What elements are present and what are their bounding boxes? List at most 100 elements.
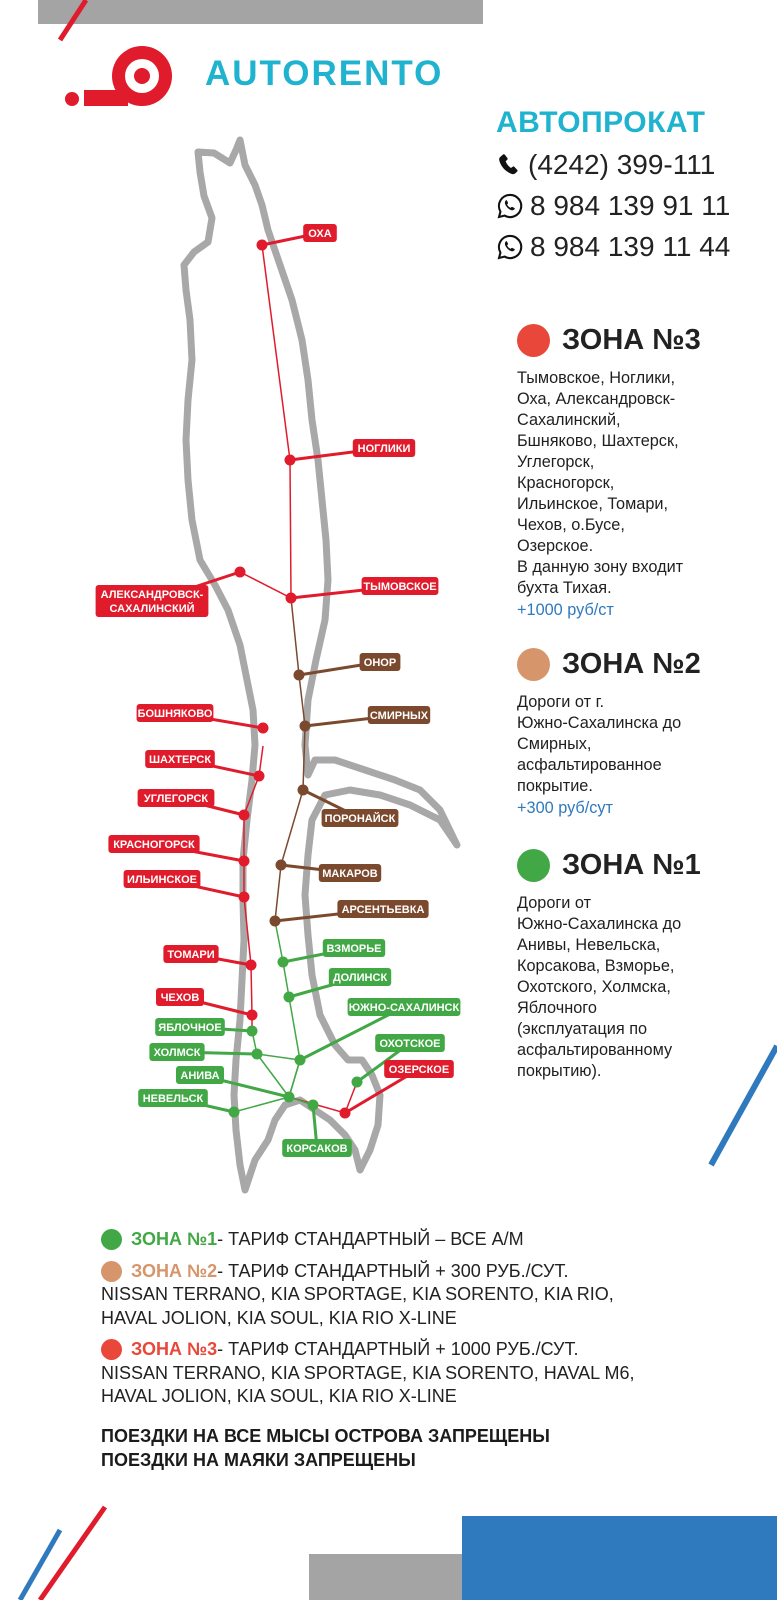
town-dot	[251, 1048, 263, 1060]
town-label: ВЗМОРЬЕ	[327, 943, 382, 955]
town-dot	[246, 1009, 258, 1021]
town-label-box	[352, 439, 416, 457]
town-label: ЮЖНО-САХАЛИНСК	[349, 1002, 460, 1014]
town-marker: НЕВЕЛЬСК	[138, 1089, 240, 1118]
town-dot	[238, 855, 250, 867]
town-label-box	[138, 1089, 208, 1107]
town-label: МАКАРОВ	[322, 868, 378, 880]
town-label: ЯБЛОЧНОЕ	[158, 1022, 221, 1034]
restrictions-notes: ПОЕЗДКИ НА ВСЕ МЫСЫ ОСТРОВА ЗАПРЕЩЕНЫ ПО…	[101, 1424, 550, 1472]
bottom-grey-block	[309, 1554, 462, 1600]
town-marker: ЧЕХОВ	[156, 988, 258, 1021]
town-marker: ОЗЕРСКОЕ	[339, 1060, 454, 1119]
zone-3-price: +1000 руб/ст	[517, 601, 614, 619]
town-label-box	[303, 224, 337, 242]
town-marker: ШАХТЕРСК	[145, 750, 265, 782]
town-label-box	[149, 1043, 205, 1061]
town-label: ОХОТСКОЕ	[379, 1038, 440, 1050]
town-marker: АЛЕКСАНДРОВСК-САХАЛИНСКИЙ	[95, 566, 246, 617]
town-dot	[285, 592, 297, 604]
town-label: СМИРНЫХ	[370, 710, 429, 722]
town-dot	[299, 720, 311, 732]
tariffs-block: ЗОНА №1 - ТАРИФ СТАНДАРТНЫЙ – ВСЕ А/М ЗО…	[101, 1228, 721, 1417]
town-marker: ПОРОНАЙСК	[297, 784, 399, 827]
tariff-zone-3-dot	[101, 1339, 122, 1361]
phone-row-1[interactable]: (4242) 399-111	[496, 144, 756, 185]
town-marker: ДОЛИНСК	[283, 968, 392, 1003]
town-label: АНИВА	[180, 1070, 219, 1082]
contacts-block: АВТОПРОКАТ (4242) 399-111 8 984 139 91 1…	[496, 106, 756, 267]
town-label-box	[367, 706, 431, 724]
town-dot	[238, 891, 250, 903]
town-label-box	[108, 835, 200, 853]
tariff-zone-3: ЗОНА №3 - ТАРИФ СТАНДАРТНЫЙ + 1000 РУБ./…	[101, 1338, 721, 1409]
zone-3-dot	[517, 324, 550, 357]
town-label-box	[384, 1060, 454, 1078]
tariff-zone-1-text: - ТАРИФ СТАНДАРТНЫЙ – ВСЕ А/М	[217, 1229, 524, 1249]
note-capes: ПОЕЗДКИ НА ВСЕ МЫСЫ ОСТРОВА ЗАПРЕЩЕНЫ	[101, 1426, 550, 1446]
town-dot	[297, 784, 309, 796]
town-label: ОХА	[308, 228, 331, 240]
zone-1-dot	[517, 849, 550, 882]
road-segment	[239, 244, 292, 600]
bottom-blue-block	[462, 1516, 777, 1600]
town-marker: КРАСНОГОРСК	[108, 835, 250, 867]
tariff-zone-3-label: ЗОНА №3	[131, 1339, 218, 1359]
town-marker: АРСЕНТЬЕВКА	[269, 900, 429, 927]
zone-3-block: ЗОНА №3 Тымовское, Ноглики,Оха, Александ…	[517, 324, 722, 621]
phone-row-3[interactable]: 8 984 139 11 44	[496, 226, 756, 267]
town-dot	[246, 1025, 258, 1037]
town-label: НЕВЕЛЬСК	[143, 1093, 204, 1105]
town-label: АЛЕКСАНДРОВСК-	[101, 589, 204, 601]
town-label-box	[163, 945, 219, 963]
town-marker: ОНОР	[293, 653, 401, 681]
town-dot	[307, 1099, 319, 1111]
town-label: ТОМАРИ	[167, 949, 214, 961]
town-label-box	[176, 1066, 224, 1084]
town-marker: ТОМАРИ	[163, 945, 257, 971]
whatsapp-icon	[497, 234, 523, 259]
phone-number: (4242) 399-111	[528, 148, 716, 180]
town-label-box	[321, 809, 399, 827]
zone-1-title: ЗОНА №1	[562, 849, 701, 881]
town-dot	[283, 991, 295, 1003]
town-marker: БОШНЯКОВО	[136, 704, 269, 734]
town-label: ХОЛМСК	[154, 1047, 201, 1059]
town-marker: ОХА	[256, 224, 337, 251]
town-label-box	[337, 900, 429, 918]
town-label: ДОЛИНСК	[333, 972, 388, 984]
zone-2-title: ЗОНА №2	[562, 648, 701, 680]
town-label-box	[375, 1034, 445, 1052]
town-dot	[275, 859, 287, 871]
town-label-box	[155, 1018, 225, 1036]
town-label-box	[156, 988, 204, 1006]
town-marker: МАКАРОВ	[275, 859, 382, 882]
town-marker: АНИВА	[176, 1066, 295, 1103]
road-segment	[243, 745, 264, 1031]
zone-2-price: +300 руб/сут	[517, 799, 613, 817]
tariff-zone-2-dot	[101, 1260, 122, 1282]
tariff-zone-1: ЗОНА №1 - ТАРИФ СТАНДАРТНЫЙ – ВСЕ А/М	[101, 1228, 721, 1252]
town-label: ОНОР	[364, 657, 396, 669]
road-segment	[256, 1053, 290, 1098]
town-dot	[351, 1076, 363, 1088]
whatsapp-number-1: 8 984 139 91 11	[530, 189, 731, 221]
town-label-box	[137, 789, 215, 807]
town-label-box	[328, 968, 392, 986]
town-label: САХАЛИНСКИЙ	[109, 602, 194, 615]
town-marker: ЮЖНО-САХАЛИНСК	[294, 998, 461, 1066]
town-label: БОШНЯКОВО	[138, 708, 213, 720]
town-label-box	[282, 1139, 352, 1157]
town-marker: СМИРНЫХ	[299, 706, 431, 732]
town-label-box	[361, 577, 439, 595]
town-dot	[294, 1054, 306, 1066]
whatsapp-icon	[497, 193, 523, 218]
road-segment	[233, 920, 301, 1113]
tariff-zone-3-cars-line: NISSAN TERRANO, KIA SPORTAGE, KIA SORENT…	[101, 1362, 635, 1383]
phone-row-2[interactable]: 8 984 139 91 11	[496, 185, 756, 226]
town-dot	[257, 722, 269, 734]
